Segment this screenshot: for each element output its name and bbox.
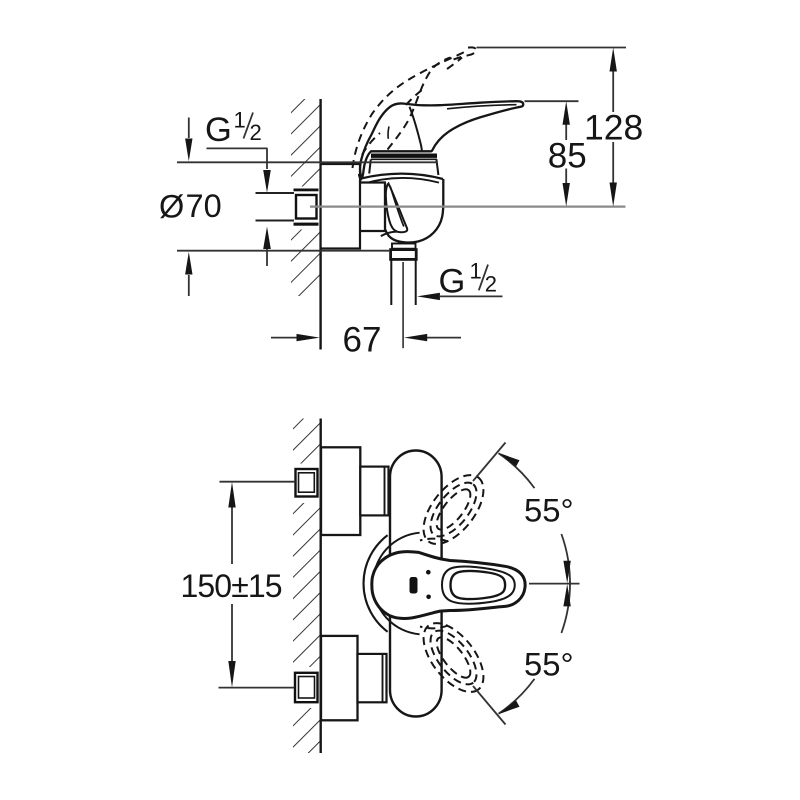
svg-text:1: 1 — [234, 107, 246, 132]
svg-text:55°: 55° — [524, 492, 574, 529]
svg-text:Ø: Ø — [159, 188, 184, 224]
svg-text:85: 85 — [548, 137, 587, 176]
svg-text:70: 70 — [186, 188, 222, 224]
svg-text:2: 2 — [485, 271, 497, 296]
svg-text:2: 2 — [250, 120, 262, 145]
svg-text:G: G — [205, 111, 232, 149]
svg-text:128: 128 — [584, 108, 643, 148]
svg-text:67: 67 — [343, 320, 382, 359]
svg-text:150±15: 150±15 — [181, 568, 282, 604]
svg-text:G: G — [439, 263, 466, 301]
svg-text:55°: 55° — [524, 645, 574, 682]
svg-text:1: 1 — [470, 259, 482, 284]
